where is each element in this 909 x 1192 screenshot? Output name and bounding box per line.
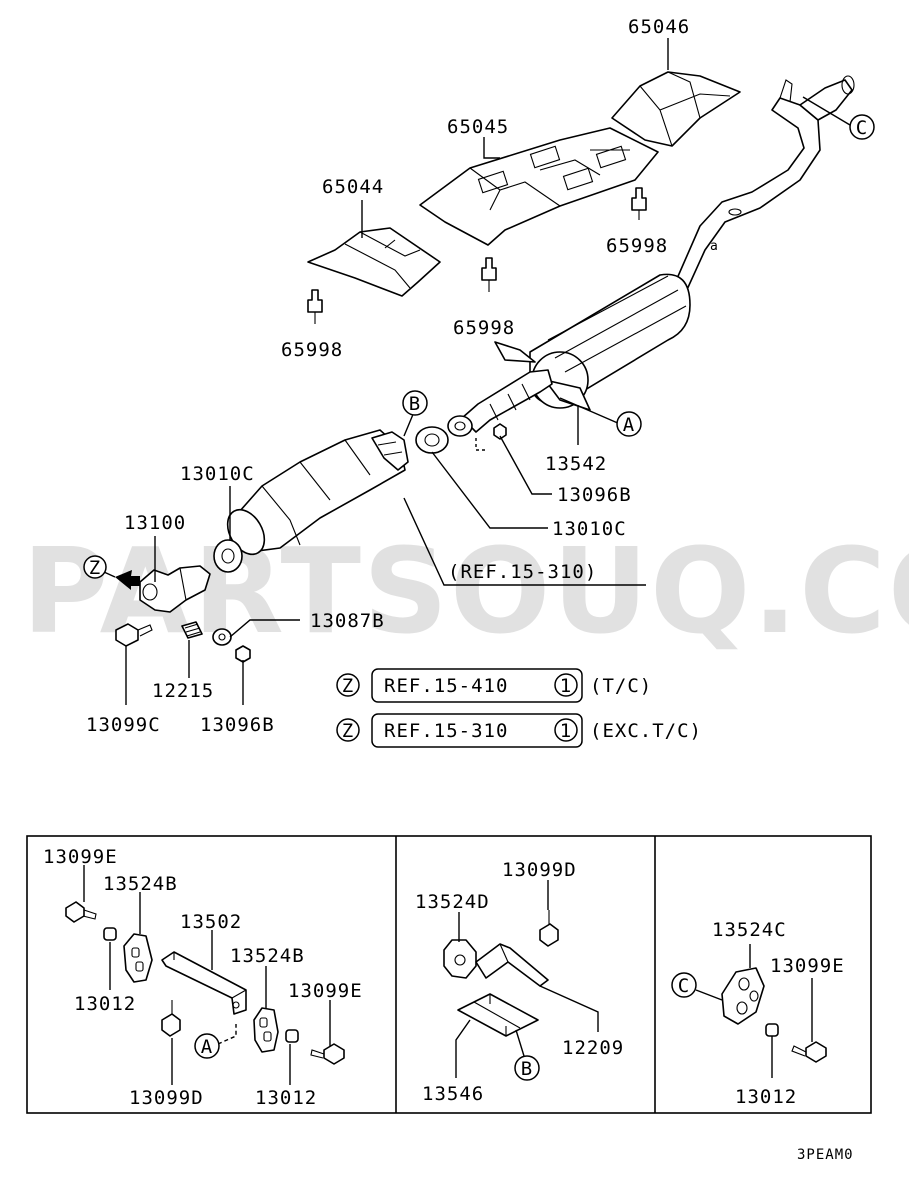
reference-note: (T/C)	[590, 675, 652, 697]
part-label-13012-a[interactable]: 13012	[74, 993, 136, 1015]
part-label-12209[interactable]: 12209	[562, 1037, 624, 1059]
bolt-13099c[interactable]	[115, 623, 153, 647]
detail-panel-a: A 13099E 13524B 13502 13524B 13099E 1301…	[43, 846, 363, 1109]
bolt-65998-right[interactable]	[631, 187, 647, 220]
part-label-13096b-lower[interactable]: 13096B	[200, 714, 275, 736]
detail-panel-b: B 13099D 13524D 12209 13546	[415, 859, 624, 1105]
bolt-13099d-b[interactable]	[539, 910, 559, 947]
part-label-13099e-a[interactable]: 13099E	[43, 846, 118, 868]
tailpipe[interactable]: a	[671, 75, 855, 306]
svg-text:a: a	[710, 239, 718, 254]
hanger-13524d[interactable]	[443, 939, 477, 979]
callout-c-letter: C	[856, 117, 868, 139]
detail-a-letter: A	[201, 1036, 213, 1058]
part-label-13524d[interactable]: 13524D	[415, 891, 490, 913]
detail-b-letter: B	[521, 1058, 533, 1080]
detail-panels-frame	[26, 835, 872, 1114]
part-label-13010c-lower[interactable]: 13010C	[180, 463, 255, 485]
arrow-icon	[115, 570, 140, 590]
bolt-65998-left[interactable]	[307, 289, 323, 324]
part-label-13099d-a[interactable]: 13099D	[129, 1087, 204, 1109]
part-label-12215[interactable]: 12215	[152, 680, 214, 702]
part-label-13524c[interactable]: 13524C	[712, 919, 787, 941]
reference-code: REF.15-410	[384, 675, 508, 697]
part-label-65045[interactable]: 65045	[447, 116, 509, 138]
part-label-13087b[interactable]: 13087B	[310, 610, 385, 632]
callout-c-marker[interactable]: C	[849, 114, 875, 140]
heat-shield-front[interactable]	[307, 227, 441, 297]
callout-z-letter: Z	[89, 557, 101, 579]
part-label-13099e-b[interactable]: 13099E	[288, 980, 363, 1002]
callout-z-marker[interactable]: Z	[83, 555, 107, 579]
reference-code: REF.15-310	[384, 720, 508, 742]
hanger-13524b-b[interactable]	[253, 1007, 279, 1053]
bolt-65998-center[interactable]	[481, 257, 497, 292]
collar-13012-c[interactable]	[765, 1023, 779, 1037]
part-label-13099d-b[interactable]: 13099D	[502, 859, 577, 881]
pipe-13100[interactable]	[139, 565, 211, 613]
spring-12215[interactable]	[181, 621, 203, 639]
part-label-13012-b[interactable]: 13012	[255, 1087, 317, 1109]
leader-lines	[103, 38, 851, 705]
bracket-12209[interactable]	[475, 943, 549, 987]
hanger-13524c[interactable]	[721, 967, 765, 1025]
washer-13087b[interactable]	[212, 628, 232, 646]
detail-c-letter: C	[678, 975, 690, 997]
part-label-13099c[interactable]: 13099C	[86, 714, 161, 736]
collar-13012-a[interactable]	[103, 927, 117, 941]
reference-row-tc[interactable]: Z REF.15-410 1 (T/C)	[336, 668, 652, 703]
reference-number-marker: 1	[560, 720, 572, 742]
part-label-13010c-upper[interactable]: 13010C	[552, 518, 627, 540]
part-label-13502[interactable]: 13502	[180, 911, 242, 933]
reference-number-marker: 1	[560, 675, 572, 697]
part-label-13524b-b[interactable]: 13524B	[230, 945, 305, 967]
part-label-13524b-a[interactable]: 13524B	[103, 873, 178, 895]
front-pipe[interactable]	[447, 369, 553, 437]
detail-c-marker[interactable]: C	[671, 972, 697, 998]
callout-a-marker[interactable]: A	[616, 411, 642, 437]
reference-row-exc-tc[interactable]: Z REF.15-310 1 (EXC.T/C)	[336, 713, 702, 748]
ref-label-catalyst[interactable]: (REF.15-310)	[448, 561, 597, 583]
heat-shield-center[interactable]	[419, 127, 659, 246]
heat-shield-rear[interactable]	[611, 71, 741, 147]
gasket-13010c-upper[interactable]	[415, 426, 449, 454]
part-label-65046[interactable]: 65046	[628, 16, 690, 38]
part-label-65998-left[interactable]: 65998	[281, 339, 343, 361]
part-label-13012-c[interactable]: 13012	[735, 1086, 797, 1108]
detail-panel-c: C 13524C 13099E 13012	[671, 919, 845, 1108]
bolt-13099e-c[interactable]	[791, 1041, 827, 1063]
gasket-13010c-lower[interactable]	[213, 539, 243, 573]
collar-13012-b[interactable]	[285, 1029, 299, 1043]
part-label-13100[interactable]: 13100	[124, 512, 186, 534]
nut-13096b-lower[interactable]	[235, 645, 251, 663]
part-label-65998-center[interactable]: 65998	[453, 317, 515, 339]
bolt-13099e-b[interactable]	[310, 1043, 345, 1065]
nut-13096b-upper[interactable]	[493, 423, 507, 440]
detail-b-marker[interactable]: B	[514, 1055, 540, 1081]
bolt-13099e-a[interactable]	[65, 901, 97, 923]
reference-z-marker: Z	[342, 675, 354, 697]
callout-a-letter: A	[623, 414, 635, 436]
reference-z-marker: Z	[342, 720, 354, 742]
muffler-13542[interactable]	[494, 273, 691, 411]
reference-note: (EXC.T/C)	[590, 720, 702, 742]
callout-b-letter: B	[409, 393, 421, 415]
hanger-13524b-a[interactable]	[123, 933, 153, 983]
bolt-13099d-a[interactable]	[161, 1000, 181, 1037]
part-label-65044[interactable]: 65044	[322, 176, 384, 198]
callout-b-marker[interactable]: B	[402, 390, 428, 416]
part-label-13542[interactable]: 13542	[545, 453, 607, 475]
bracket-13546[interactable]	[457, 993, 539, 1037]
bracket-13502[interactable]	[161, 951, 247, 1015]
diagram-code: 3PEAM0	[797, 1147, 854, 1163]
part-label-13096b-upper[interactable]: 13096B	[557, 484, 632, 506]
part-label-13099e-c[interactable]: 13099E	[770, 955, 845, 977]
part-label-65998-right[interactable]: 65998	[606, 235, 668, 257]
detail-a-marker[interactable]: A	[194, 1033, 220, 1059]
part-label-13546[interactable]: 13546	[422, 1083, 484, 1105]
